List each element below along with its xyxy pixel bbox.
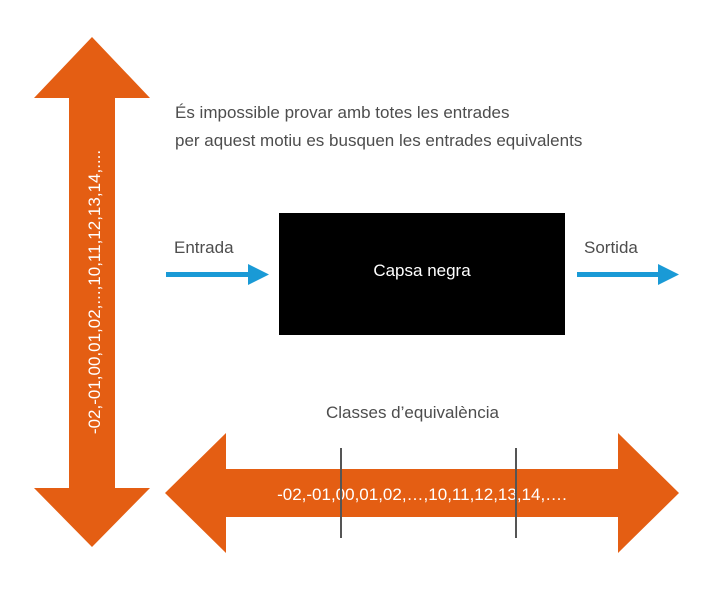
black-box-rect	[279, 213, 565, 335]
horizontal-double-arrow: -02,-01,00,01,02,…,10,11,12,13,14,….	[165, 433, 679, 553]
equivalence-values-text: -02,-01,00,01,02,…,10,11,12,13,14,….	[277, 485, 567, 504]
vertical-arrow-text: -02,-01,00,01,02,...,10,11,12,13,14,....	[85, 150, 104, 434]
input-arrow-head	[248, 264, 269, 285]
equivalence-title: Classes d’equivalència	[326, 403, 499, 422]
horizontal-arrow-shape	[165, 433, 679, 553]
vertical-double-arrow: -02,-01,00,01,02,...,10,11,12,13,14,....	[34, 37, 150, 547]
output-label: Sortida	[584, 238, 638, 257]
input-label: Entrada	[174, 238, 234, 257]
output-arrow-head	[658, 264, 679, 285]
input-arrow-shaft	[166, 272, 250, 277]
output-arrow	[577, 264, 679, 285]
output-arrow-shaft	[577, 272, 660, 277]
black-box-label: Capsa negra	[373, 261, 471, 280]
vertical-arrow-shape	[34, 37, 150, 547]
input-arrow	[166, 264, 269, 285]
black-box: Capsa negra	[279, 213, 565, 335]
intro-line-1: És impossible provar amb totes les entra…	[175, 103, 510, 122]
intro-line-2: per aquest motiu es busquen les entrades…	[175, 131, 582, 150]
